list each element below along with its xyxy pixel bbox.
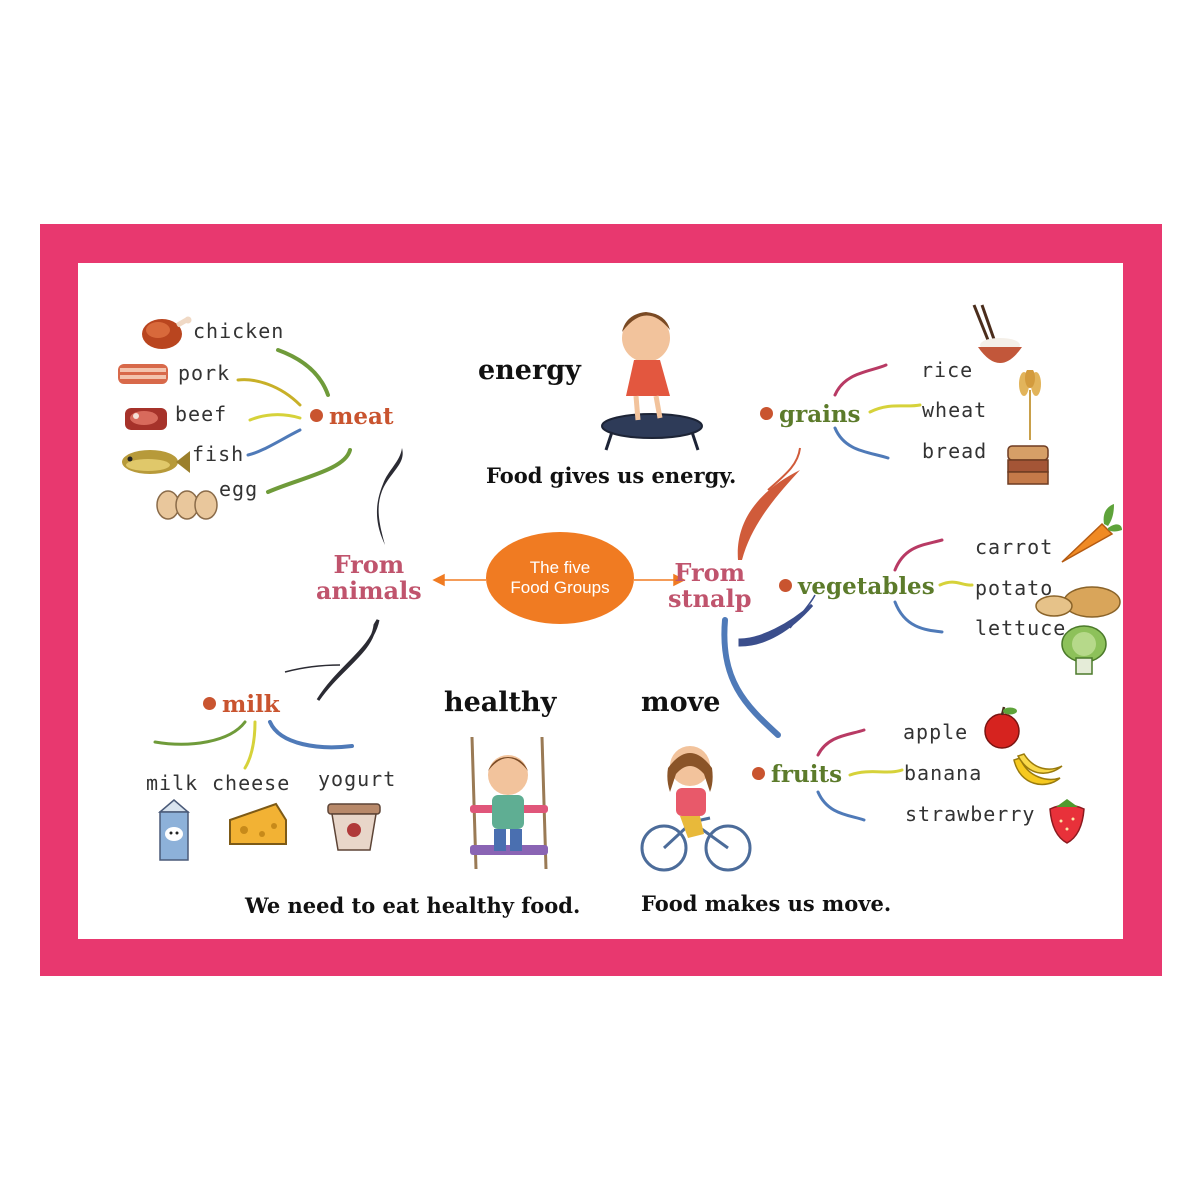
group-milk: milk [203,693,280,716]
item-yogurt: yogurt [318,767,397,791]
theme-energy-title: energy [478,355,581,386]
item-milk: milk [146,771,199,795]
beef-icon [125,408,167,430]
fish-icon [122,450,190,474]
cheese-icon [229,802,287,845]
yogurt-icon [327,803,381,851]
apple-icon [984,706,1020,749]
center-arrows [432,573,686,587]
branch-plants-grains [737,470,800,560]
item-rice: rice [921,358,974,382]
milk-twigs [153,720,354,770]
rice-bowl-icon [972,304,1022,363]
item-strawberry: strawberry [905,802,1036,826]
branch-animals-meat [376,448,403,545]
item-bread: bread [922,439,988,463]
item-chicken: chicken [193,319,285,343]
center-node: The five Food Groups [486,532,634,624]
branch-animals-milk [316,619,380,701]
item-apple: apple [903,720,969,744]
theme-healthy-sentence: We need to eat healthy food. [245,893,581,918]
egg-icon [156,490,218,520]
pork-icon [118,364,168,384]
branch-plants-vegetables [738,603,814,647]
chicken-icon [142,316,192,349]
cycling-girl-icon [640,746,752,872]
trampoline-girl-icon [601,312,703,451]
item-beef: beef [175,402,228,426]
strawberry-icon [1049,799,1085,844]
theme-move-title: move [641,687,721,718]
item-egg: egg [219,477,259,501]
group-vegetables: vegetables [779,575,935,598]
bread-icon [1007,445,1049,485]
potato-icon [1035,586,1121,618]
item-banana: banana [904,761,983,785]
center-line-2: Food Groups [510,578,610,597]
item-fish: fish [192,442,245,466]
milk-carton-icon [157,799,191,861]
grains-twigs [833,363,922,460]
item-carrot: carrot [975,535,1054,559]
climbing-boy-icon [470,736,548,870]
banana-icon [1013,753,1063,786]
theme-move-sentence: Food makes us move. [641,891,892,916]
branch-plants-fruits [721,617,781,738]
meat-twigs [236,348,352,494]
theme-energy-sentence: Food gives us energy. [486,463,737,488]
group-grains: grains [760,403,861,426]
item-potato: potato [975,576,1054,600]
lettuce-icon [1061,625,1107,675]
item-pork: pork [178,361,231,385]
item-lettuce: lettuce [975,616,1067,640]
center-line-1: The five [529,557,591,577]
group-meat: meat [310,405,394,428]
carrot-icon [1061,504,1122,563]
wheat-icon [1019,370,1041,440]
theme-healthy-title: healthy [444,687,557,718]
fruits-twigs [816,728,904,822]
item-cheese: cheese [212,771,291,795]
group-fruits: fruits [752,763,842,786]
vegetables-twigs [893,538,974,634]
item-wheat: wheat [922,398,988,422]
